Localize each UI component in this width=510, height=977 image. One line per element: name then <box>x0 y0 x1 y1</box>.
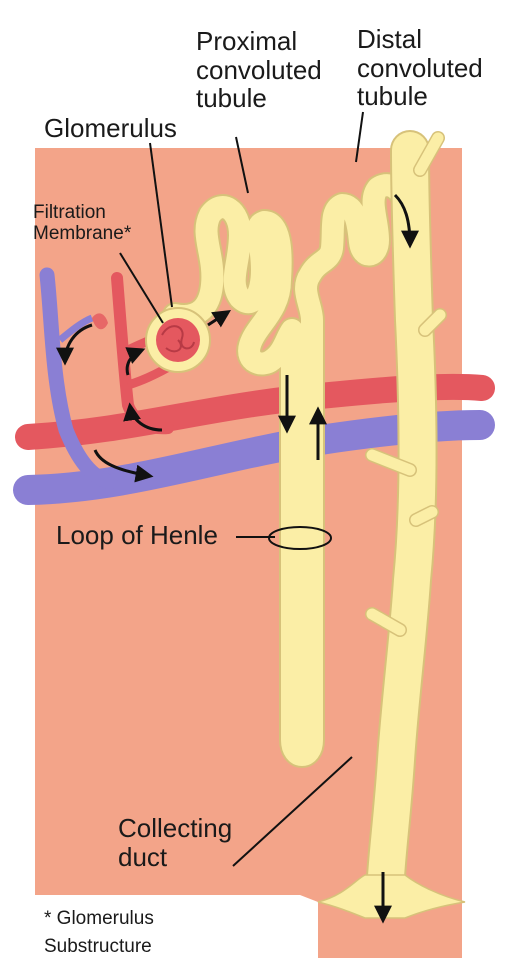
filtration-membrane-label: Filtration Membrane* <box>33 202 132 244</box>
renal-papilla <box>317 874 466 919</box>
distal-tubule-label: Distal convoluted tubule <box>357 24 483 112</box>
leader-lines <box>119 111 364 867</box>
tubule-system <box>175 130 447 915</box>
footnote: * Glomerulus Substructure <box>44 908 154 957</box>
collecting-duct-label: Collecting duct <box>118 813 233 872</box>
loop-of-henle-label: Loop of Henle <box>56 520 218 550</box>
proximal-tubule-label: Proximal convoluted tubule <box>196 26 322 114</box>
flow-arrows <box>56 193 419 924</box>
glomerulus <box>145 307 211 373</box>
glomerulus-label: Glomerulus <box>44 113 177 143</box>
